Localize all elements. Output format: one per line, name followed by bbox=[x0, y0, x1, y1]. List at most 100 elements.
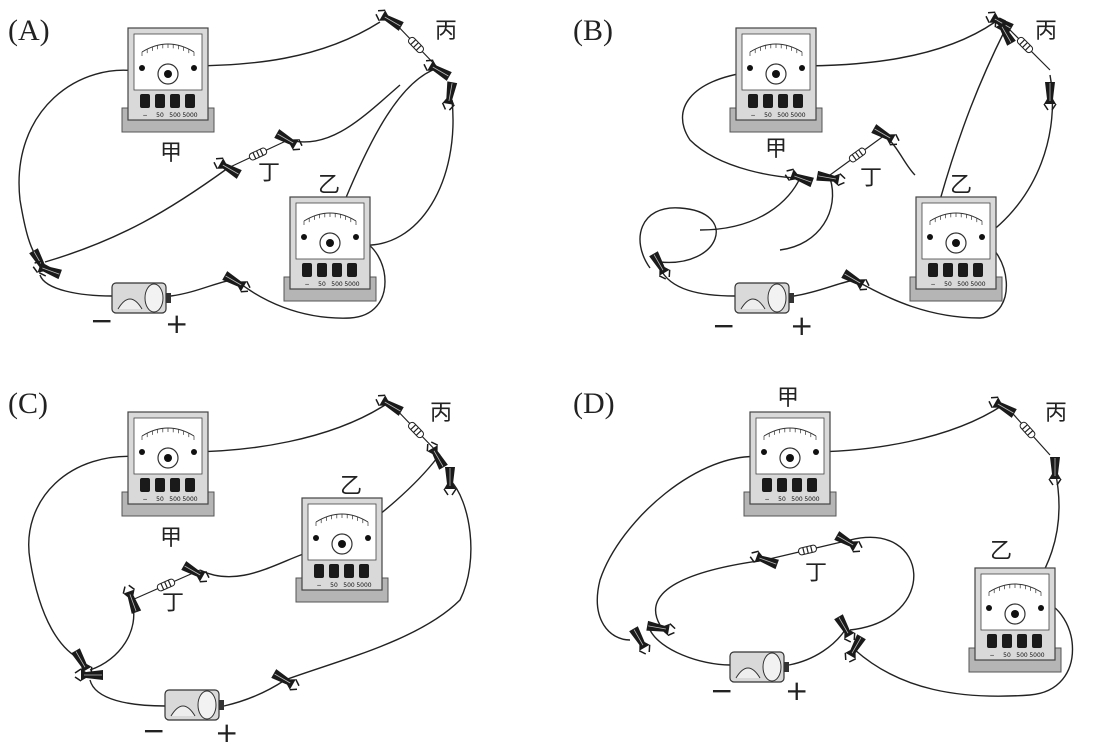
resistor-bing-label: 丙 bbox=[1035, 19, 1057, 44]
terminal-label: 5000 bbox=[1029, 652, 1044, 659]
terminal-label: 500 bbox=[777, 112, 789, 119]
wire bbox=[185, 404, 386, 453]
wire bbox=[854, 599, 1074, 697]
wire bbox=[28, 455, 143, 661]
resistor-ding-label: 丁 bbox=[258, 161, 280, 186]
terminal-label: 50 bbox=[156, 496, 164, 503]
battery-plus-label: + bbox=[165, 307, 188, 340]
alligator-clip bbox=[375, 9, 404, 31]
alligator-clip bbox=[841, 269, 870, 291]
terminal-label: 5000 bbox=[344, 281, 359, 288]
resistor-ding bbox=[227, 139, 289, 169]
terminal-label: 50 bbox=[944, 281, 952, 288]
alligator-clip bbox=[871, 124, 900, 146]
meter-yi-label: 乙 bbox=[990, 539, 1012, 564]
wire bbox=[795, 21, 996, 67]
wire bbox=[235, 239, 386, 319]
terminal-label: − bbox=[930, 281, 935, 288]
alligator-clip bbox=[834, 531, 863, 553]
resistor-ding-label: 丁 bbox=[805, 561, 827, 586]
wire bbox=[284, 479, 472, 681]
alligator-clip bbox=[213, 157, 242, 179]
wire bbox=[854, 239, 1007, 319]
alligator-clip bbox=[274, 129, 303, 151]
alligator-clip bbox=[1048, 457, 1062, 486]
wire bbox=[639, 207, 717, 269]
wire bbox=[699, 177, 801, 231]
wire bbox=[649, 629, 731, 666]
battery bbox=[729, 651, 789, 683]
resistor-ding bbox=[764, 539, 851, 561]
alligator-clip bbox=[834, 614, 856, 643]
terminal-label: 5000 bbox=[970, 281, 985, 288]
terminal-label: 500 bbox=[169, 496, 181, 503]
terminal-label: 50 bbox=[764, 112, 772, 119]
wire bbox=[44, 167, 229, 263]
meter-jia-label: 甲 bbox=[765, 137, 787, 162]
panel-label: (B) bbox=[573, 14, 613, 47]
terminal-label: 5000 bbox=[182, 496, 197, 503]
panel-label: (C) bbox=[8, 387, 48, 420]
terminal-label: 500 bbox=[169, 112, 181, 119]
terminal-label: − bbox=[764, 496, 769, 503]
alligator-clip bbox=[443, 467, 457, 496]
alligator-clip bbox=[181, 561, 210, 583]
wire bbox=[659, 267, 736, 297]
alligator-clip bbox=[441, 81, 458, 111]
meter-yi-label: 乙 bbox=[950, 173, 972, 198]
terminal-label: − bbox=[142, 112, 147, 119]
terminal-label: 500 bbox=[331, 281, 343, 288]
resistor-bing-label: 丙 bbox=[430, 401, 452, 426]
wire bbox=[788, 629, 846, 666]
wire bbox=[939, 29, 1006, 201]
resistor-ding-label: 丁 bbox=[162, 591, 184, 616]
terminal-label: 5000 bbox=[790, 112, 805, 119]
battery-minus-label: − bbox=[712, 309, 735, 342]
wire bbox=[185, 21, 381, 67]
wire bbox=[359, 99, 454, 246]
wire bbox=[89, 601, 135, 671]
battery bbox=[164, 689, 224, 721]
terminal-label: 500 bbox=[1016, 652, 1028, 659]
terminal-label: 50 bbox=[1003, 652, 1011, 659]
terminal-label: 5000 bbox=[182, 112, 197, 119]
terminal-label: 5000 bbox=[804, 496, 819, 503]
terminal-label: 50 bbox=[330, 582, 338, 589]
terminal-label: − bbox=[304, 281, 309, 288]
alligator-clip bbox=[629, 626, 651, 655]
alligator-clip bbox=[122, 584, 142, 614]
wire bbox=[681, 71, 801, 179]
terminal-label: 500 bbox=[343, 582, 355, 589]
alligator-clip bbox=[994, 17, 1016, 46]
alligator-clip bbox=[816, 170, 846, 187]
alligator-clip bbox=[649, 251, 671, 280]
meter-jia-label: 甲 bbox=[777, 386, 799, 411]
alligator-clip bbox=[988, 396, 1017, 418]
terminal-label: 500 bbox=[791, 496, 803, 503]
wire bbox=[805, 404, 1004, 453]
wire bbox=[596, 455, 764, 641]
terminal-label: − bbox=[316, 582, 321, 589]
terminal-label: 50 bbox=[156, 112, 164, 119]
resistor-ding bbox=[829, 134, 886, 176]
resistor-bing-label: 丙 bbox=[435, 19, 457, 44]
terminal-label: 5000 bbox=[356, 582, 371, 589]
meter-yi-label: 乙 bbox=[340, 474, 362, 499]
alligator-clip bbox=[749, 550, 779, 570]
alligator-clip bbox=[426, 441, 448, 470]
battery-minus-label: − bbox=[142, 714, 165, 747]
alligator-clip bbox=[32, 260, 62, 280]
alligator-clip bbox=[423, 59, 452, 81]
terminal-label: 50 bbox=[778, 496, 786, 503]
